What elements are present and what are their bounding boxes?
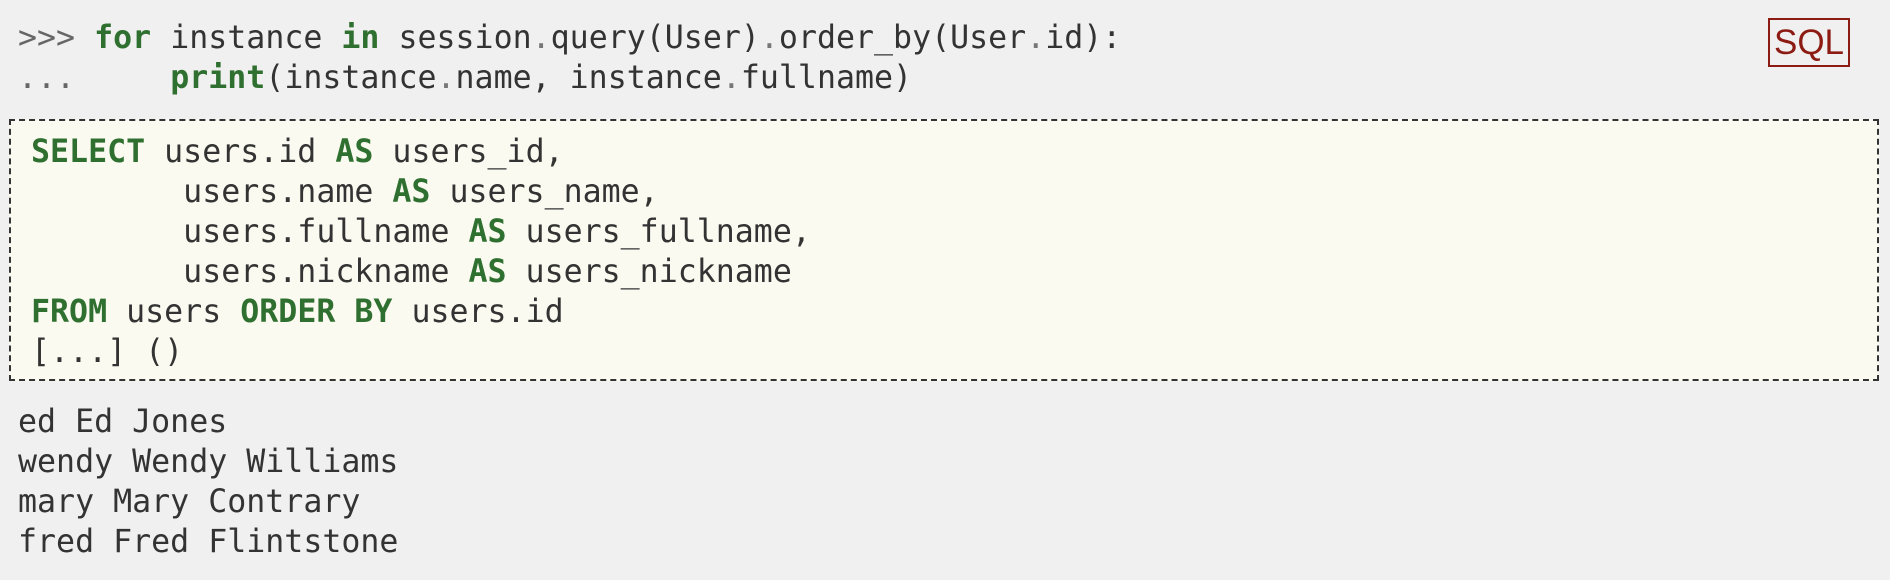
sql-keyword: AS (468, 254, 507, 290)
code-dot: . (759, 20, 779, 56)
output-line: wendy Wendy Williams (18, 444, 399, 480)
sql-token: users.fullname (31, 214, 469, 250)
output-line: mary Mary Contrary (18, 484, 361, 520)
prompt-primary: >>> (18, 20, 76, 56)
sql-keyword: AS (335, 134, 374, 170)
code-token (75, 20, 94, 56)
sql-keyword: ORDER BY (240, 294, 393, 330)
sql-token: users.id (392, 294, 564, 330)
code-token (75, 60, 170, 96)
sql-keyword: SELECT (31, 134, 146, 170)
code-token: name, instance (455, 60, 722, 96)
sql-line-1: SELECT users.id AS users_id, (31, 132, 811, 172)
sql-token: users.id (145, 134, 336, 170)
program-output: ed Ed Jones wendy Wendy Williams mary Mary… (18, 402, 398, 562)
code-token: instance (151, 20, 342, 56)
sql-keyword: FROM (31, 294, 108, 330)
sql-token: users_fullname, (506, 214, 811, 250)
sql-line-6: [...] () (31, 332, 811, 372)
sql-line-2: users.name AS users_name, (31, 172, 811, 212)
code-token: session (379, 20, 532, 56)
code-dot: . (1026, 20, 1046, 56)
sql-log-panel: SELECT users.id AS users_id, users.name … (9, 119, 1879, 381)
sql-keyword: AS (468, 214, 507, 250)
code-line-1: >>> for instance in session.query(User).… (18, 18, 1121, 58)
output-line: fred Fred Flintstone (18, 524, 399, 560)
prompt-continuation: ... (18, 60, 76, 96)
code-token: fullname) (740, 60, 913, 96)
sql-token: users.name (31, 174, 393, 210)
sql-line-4: users.nickname AS users_nickname (31, 252, 811, 292)
keyword-in: in (341, 20, 380, 56)
sql-token: users_id, (373, 134, 564, 170)
code-dot: . (436, 60, 456, 96)
sql-token: users_nickname (506, 254, 792, 290)
keyword-print: print (170, 60, 266, 96)
code-token: order_by(User (778, 20, 1027, 56)
code-token: query(User) (550, 20, 760, 56)
code-token: id): (1045, 20, 1122, 56)
sql-token: users (107, 294, 241, 330)
code-token: (instance (265, 60, 437, 96)
sql-toggle-button[interactable]: SQL (1768, 18, 1850, 67)
code-line-2: ... print(instance.name, instance.fullna… (18, 58, 1121, 98)
sql-statement: SELECT users.id AS users_id, users.name … (31, 132, 811, 372)
code-dot: . (531, 20, 551, 56)
sql-token: users_name, (430, 174, 659, 210)
sql-token: users.nickname (31, 254, 469, 290)
code-dot: . (721, 60, 741, 96)
output-line: ed Ed Jones (18, 404, 228, 440)
sql-line-3: users.fullname AS users_fullname, (31, 212, 811, 252)
sql-params: [...] () (31, 334, 184, 370)
keyword-for: for (94, 20, 152, 56)
sql-line-5: FROM users ORDER BY users.id (31, 292, 811, 332)
sql-keyword: AS (392, 174, 431, 210)
python-code-block: >>> for instance in session.query(User).… (18, 18, 1121, 98)
